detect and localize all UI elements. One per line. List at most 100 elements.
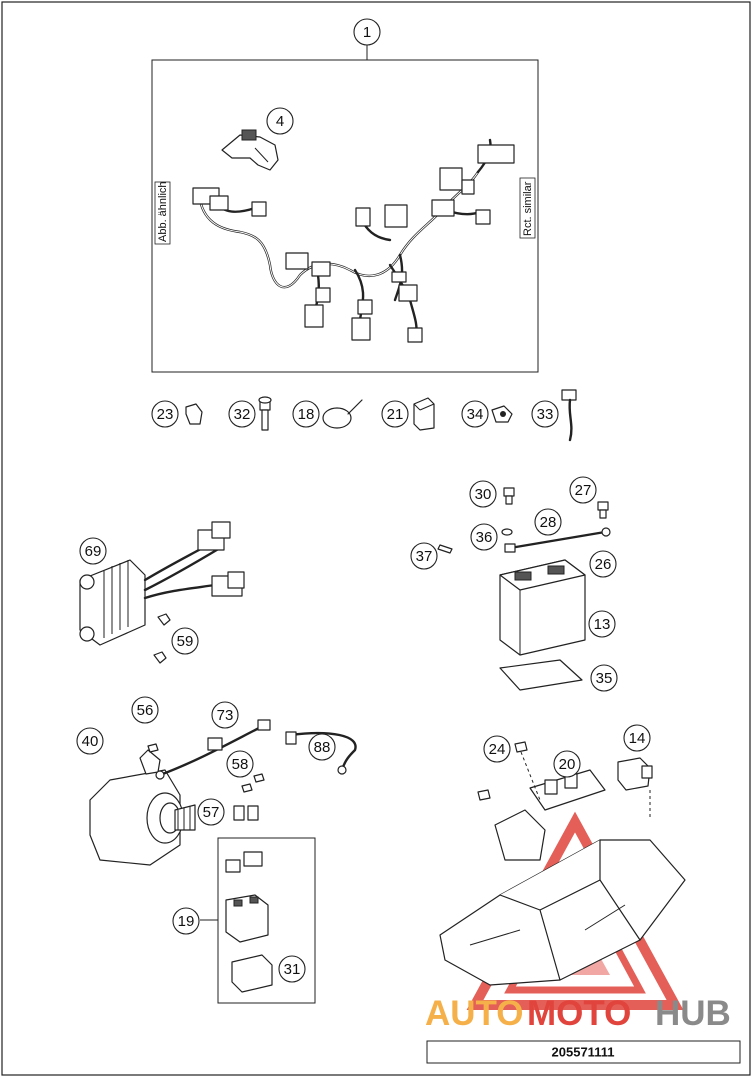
- part-27-battery-cable-drawing: [504, 527, 611, 553]
- part-26-battery-drawing: [499, 559, 586, 656]
- watermark-text-moto: MOTO: [527, 994, 631, 1033]
- callout-label: 24: [489, 741, 506, 758]
- callout-label: 20: [559, 756, 576, 773]
- callout-26: 26: [589, 550, 617, 578]
- callout-circle: [197, 798, 225, 826]
- part-4-bracket-drawing: [221, 129, 279, 171]
- callout-56: 56: [131, 696, 159, 724]
- callout-circle: [172, 907, 200, 935]
- callout-18: 18: [292, 400, 320, 428]
- part-23-clip-drawing: [185, 403, 203, 425]
- part-35-screws-drawing: [153, 613, 171, 664]
- callout-label: 37: [416, 548, 433, 565]
- callout-58: 58: [226, 750, 254, 778]
- callout-14: 14: [623, 724, 651, 752]
- callout-label: 59: [177, 633, 194, 650]
- callout-label: 32: [234, 406, 251, 423]
- callout-label: 40: [82, 733, 99, 750]
- callout-33: 33: [531, 400, 559, 428]
- callout-20: 20: [553, 750, 581, 778]
- part-58-starter-relay-drawing: [225, 851, 269, 943]
- part-57-relay-cover-drawing: [231, 954, 273, 993]
- callout-label: 30: [475, 486, 492, 503]
- part-31-fuse-box-drawing: [494, 769, 606, 861]
- callout-40: 40: [76, 727, 104, 755]
- callout-31: 31: [278, 955, 306, 983]
- wiring-harness-drawing: [192, 138, 515, 343]
- watermark-text-auto: AUTO: [425, 994, 524, 1033]
- callout-label: 73: [217, 707, 234, 724]
- part-73-screw-drawing: [147, 743, 159, 753]
- callout-73: 73: [211, 701, 239, 729]
- callout-circle: [171, 627, 199, 655]
- part-19-20-screws-drawing: [477, 741, 651, 820]
- callout-label: 4: [276, 113, 284, 130]
- callout-circle: [461, 400, 489, 428]
- callout-label: 34: [467, 406, 484, 423]
- callout-label: 31: [284, 961, 301, 978]
- callout-circle: [76, 727, 104, 755]
- callout-27: 27: [569, 476, 597, 504]
- callout-circle: [131, 696, 159, 724]
- part-37-pad-drawing: [499, 659, 583, 691]
- part-88-screw-drawing: [241, 773, 265, 793]
- part-69-cap-drawing: [139, 749, 161, 775]
- callout-19: 19: [172, 907, 200, 935]
- callout-label: 13: [594, 616, 611, 633]
- reference-number-box: [426, 1040, 741, 1064]
- callout-label: 19: [178, 913, 195, 930]
- part-13-voltage-regulator-drawing: [79, 521, 245, 646]
- callout-circle: [308, 733, 336, 761]
- callout-circle: [410, 542, 438, 570]
- callout-label: 58: [232, 756, 249, 773]
- callout-57: 57: [197, 798, 225, 826]
- callout-59: 59: [171, 627, 199, 655]
- callout-36: 36: [470, 523, 498, 551]
- callout-label: 27: [575, 482, 592, 499]
- callout-circle: [266, 107, 294, 135]
- callout-circle: [226, 750, 254, 778]
- side-label-left: Abb. ähnlich: [157, 181, 169, 242]
- callout-label: 21: [387, 406, 404, 423]
- callout-label: 56: [137, 702, 154, 719]
- callout-label: 26: [595, 556, 612, 573]
- callout-circle: [569, 476, 597, 504]
- callout-circle: [531, 400, 559, 428]
- callout-circle: [470, 523, 498, 551]
- callout-circle: [469, 480, 497, 508]
- reference-number: 205571111: [552, 1045, 615, 1060]
- callout-30: 30: [469, 480, 497, 508]
- callout-circle: [151, 400, 179, 428]
- callout-37: 37: [410, 542, 438, 570]
- side-label-right: Rct. similar: [522, 181, 534, 236]
- callout-23: 23: [151, 400, 179, 428]
- harness-box: [151, 59, 539, 373]
- part-21-connector-drawing: [413, 397, 435, 431]
- callout-circle: [623, 724, 651, 752]
- callout-circle: [211, 701, 239, 729]
- callout-circle: [483, 735, 511, 763]
- part-40-fuses-drawing: [233, 805, 259, 821]
- callout-88: 88: [308, 733, 336, 761]
- callout-label: 18: [298, 406, 315, 423]
- part-34-clip-drawing: [491, 405, 513, 423]
- callout-circle: [278, 955, 306, 983]
- callout-circle: [79, 537, 107, 565]
- callout-4: 4: [266, 107, 294, 135]
- callout-24: 24: [483, 735, 511, 763]
- callout-circle: [228, 400, 256, 428]
- part-56-ground-cable-drawing: [285, 731, 357, 775]
- callout-label: 14: [629, 730, 646, 747]
- callout-circle: [590, 664, 618, 692]
- part-32-bolt-drawing: [258, 396, 272, 431]
- callout-circle: [588, 610, 616, 638]
- callout-circle: [292, 400, 320, 428]
- callout-35: 35: [590, 664, 618, 692]
- callout-label: 28: [540, 514, 557, 531]
- part-18-cable-tie-drawing: [322, 399, 363, 429]
- callout-label: 35: [596, 670, 613, 687]
- callout-28: 28: [534, 508, 562, 536]
- callout-circle: [381, 400, 409, 428]
- starter-motor-drawing: [89, 769, 196, 866]
